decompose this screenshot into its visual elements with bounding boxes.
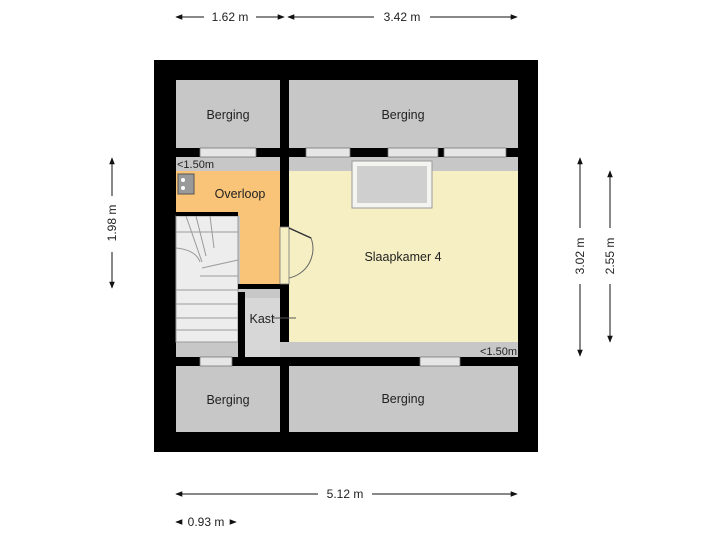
note-height-right: <1.50m bbox=[480, 346, 517, 358]
stair-treads bbox=[175, 215, 239, 331]
note-height-left: <1.50m bbox=[177, 159, 214, 171]
dim-left: 1.98 m bbox=[105, 205, 119, 242]
berging-top-left-area bbox=[176, 80, 280, 148]
wall-stair-top bbox=[176, 212, 238, 216]
wall-bottom-horizontal bbox=[176, 357, 518, 366]
dim-bottom-small: 0.93 m bbox=[188, 515, 225, 529]
skylight-pane bbox=[357, 166, 427, 203]
fixture-dot bbox=[181, 178, 185, 182]
door-swing bbox=[288, 227, 314, 279]
dim-top-left: 1.62 m bbox=[212, 10, 249, 24]
dim-bottom-total: 5.12 m bbox=[327, 487, 364, 501]
openings bbox=[199, 147, 507, 367]
dim-top-right: 3.42 m bbox=[384, 10, 421, 24]
label-kast: Kast bbox=[249, 312, 275, 326]
label-slaapkamer: Slaapkamer 4 bbox=[364, 250, 441, 264]
label-berging-top-right: Berging bbox=[381, 108, 424, 122]
overloop-lower bbox=[240, 216, 280, 284]
stairs bbox=[175, 215, 239, 343]
wall-stair-right bbox=[238, 292, 245, 358]
wall-top-vertical bbox=[280, 80, 289, 158]
bedroom-doorway bbox=[279, 226, 290, 285]
label-berging-top-left: Berging bbox=[206, 108, 249, 122]
low-strip-left bbox=[176, 157, 280, 171]
label-berging-bottom-left: Berging bbox=[206, 393, 249, 407]
dim-right-outer: 3.02 m bbox=[573, 238, 587, 275]
wall-fixture bbox=[177, 173, 195, 195]
berging-top-right-area bbox=[290, 80, 518, 148]
door-leaf bbox=[288, 227, 312, 239]
kast-area bbox=[245, 298, 280, 358]
label-overloop: Overloop bbox=[215, 187, 266, 201]
label-berging-bottom-right: Berging bbox=[381, 392, 424, 406]
low-strip-bottom bbox=[176, 342, 518, 357]
wall-kast-top bbox=[238, 284, 289, 289]
berging-bottom-right-area bbox=[290, 366, 518, 432]
wall-overloop-kast-divider bbox=[280, 157, 289, 227]
wall-kast-right bbox=[280, 284, 289, 342]
wall-bottom-vertical bbox=[280, 357, 289, 432]
dim-right-inner: 2.55 m bbox=[603, 238, 617, 275]
fixture-dot bbox=[181, 186, 185, 190]
berging-bottom-left-area bbox=[176, 366, 280, 432]
